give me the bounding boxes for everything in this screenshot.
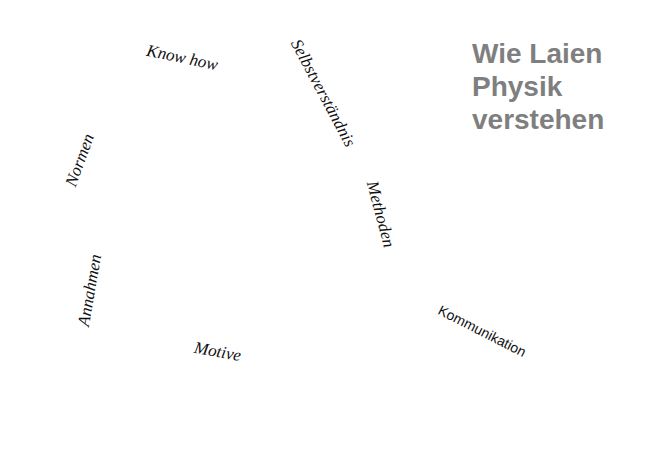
title: Wie Laien Physik verstehen bbox=[472, 38, 652, 136]
cloud-word: Normen bbox=[62, 131, 98, 189]
cloud-word: Methoden bbox=[362, 179, 398, 250]
cloud-word: Know how bbox=[145, 41, 220, 74]
thought-cloud: Know how SelbstverständnisNormenMethodenA… bbox=[0, 0, 445, 425]
cloud-word: Selbstverständnis bbox=[286, 36, 358, 150]
arrow-label: Kommunikation bbox=[435, 302, 528, 360]
cloud-word: Annahmen bbox=[74, 253, 105, 328]
cloud-word: Motive bbox=[193, 339, 243, 366]
